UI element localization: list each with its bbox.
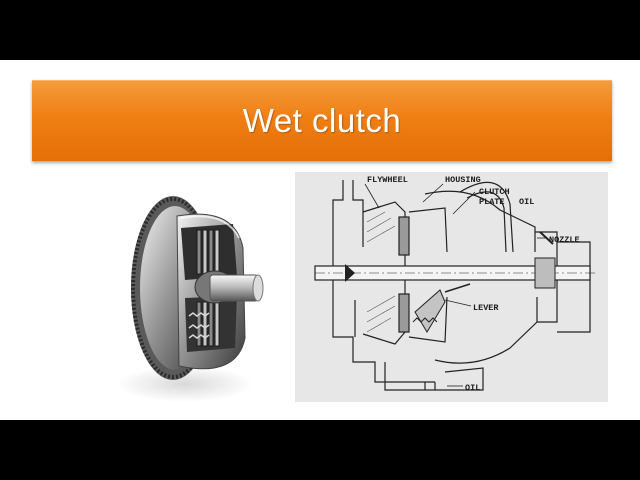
- label-lever: LEVER: [473, 303, 499, 313]
- label-clutch: CLUTCH: [479, 187, 510, 197]
- wet-clutch-photo: [115, 188, 280, 406]
- slide-title: Wet clutch: [242, 102, 402, 139]
- label-nozzle: NOZZLE: [549, 235, 580, 245]
- slide: Wet clutch: [0, 60, 640, 420]
- label-oil-bottom: OIL: [465, 383, 480, 393]
- title-banner: Wet clutch: [32, 80, 612, 161]
- label-flywheel: FLYWHEEL: [367, 175, 408, 185]
- label-oil-top: OIL: [519, 197, 534, 207]
- label-housing: HOUSING: [445, 175, 481, 185]
- label-plate: PLATE: [479, 197, 505, 207]
- wet-clutch-diagram: FLYWHEEL HOUSING CLUTCH PLATE OIL NOZZLE…: [295, 172, 608, 402]
